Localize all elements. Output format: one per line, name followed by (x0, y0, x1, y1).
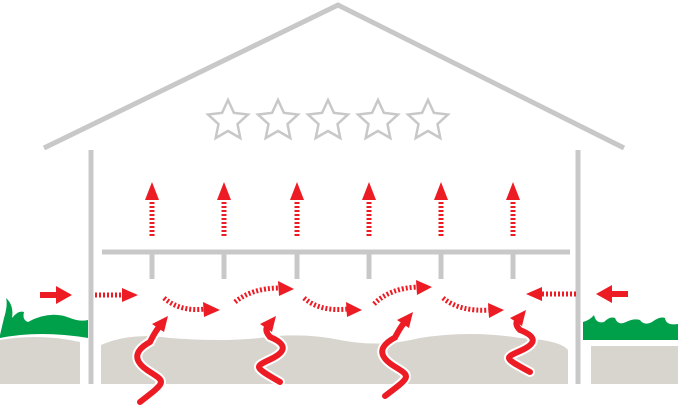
star-rating (205, 96, 451, 141)
heat-wave-arrow-icon (132, 316, 168, 406)
airflow-arrow (162, 296, 220, 317)
ground-heat-waves (132, 310, 538, 406)
shelf-posts (149, 252, 516, 279)
star-icon (205, 96, 251, 141)
up-arrow-icon (506, 182, 520, 236)
up-arrow-icon (290, 182, 304, 236)
airflow-arrow (372, 280, 432, 306)
heat-wave-arrow-icon (504, 310, 538, 377)
up-arrow-icon (145, 182, 159, 236)
roof (42, 2, 626, 151)
airflow-arrow (95, 288, 138, 302)
star-icon (405, 96, 451, 141)
star-icon (355, 96, 401, 141)
up-arrow-icon (217, 182, 231, 236)
up-arrow-icon (434, 182, 448, 236)
up-arrow-icon (362, 182, 376, 236)
airflow-arrow (441, 296, 504, 318)
airflow-arrow (233, 281, 294, 304)
greenhouse-floor (101, 334, 568, 384)
grass-right (583, 315, 678, 340)
soil-right (591, 346, 678, 384)
soil-left (0, 336, 80, 384)
airflow-arrow (302, 296, 362, 317)
star-icon (305, 96, 351, 141)
outside-air-arrow-right (596, 285, 628, 303)
rising-heat-arrows (145, 182, 520, 236)
outside-air-arrow-left (40, 286, 72, 304)
star-icon (255, 96, 301, 141)
grass-left (0, 298, 88, 338)
heat-wave-arrow-icon (377, 312, 413, 401)
heat-wave-arrow-icon (254, 316, 288, 387)
airflow-arrow (526, 287, 576, 301)
